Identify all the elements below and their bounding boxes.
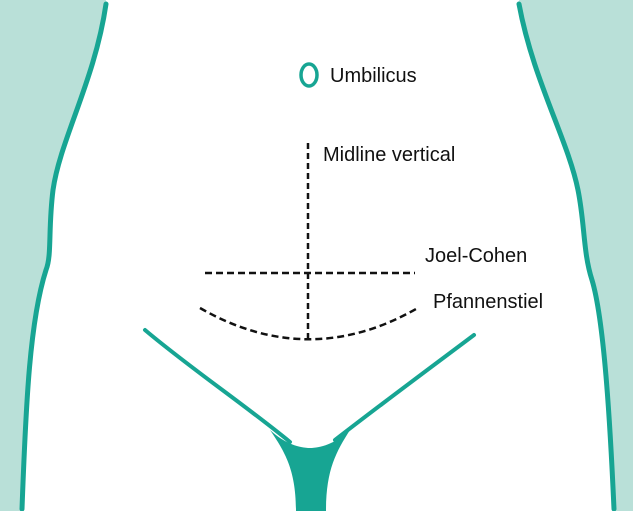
umbilicus-label: Umbilicus xyxy=(330,65,417,87)
midline-vertical-label: Midline vertical xyxy=(323,144,455,166)
pfannenstiel-incision xyxy=(199,306,417,341)
right-flank-shading xyxy=(519,0,633,511)
joel-cohen-label: Joel-Cohen xyxy=(425,245,527,267)
pfannenstiel-label: Pfannenstiel xyxy=(433,291,543,313)
right-groin-line xyxy=(333,333,476,442)
umbilicus-icon xyxy=(299,62,319,88)
right-body-contour xyxy=(516,1,617,511)
perineum-shape xyxy=(270,430,350,511)
left-groin-line xyxy=(143,328,292,444)
left-body-contour xyxy=(19,1,109,511)
